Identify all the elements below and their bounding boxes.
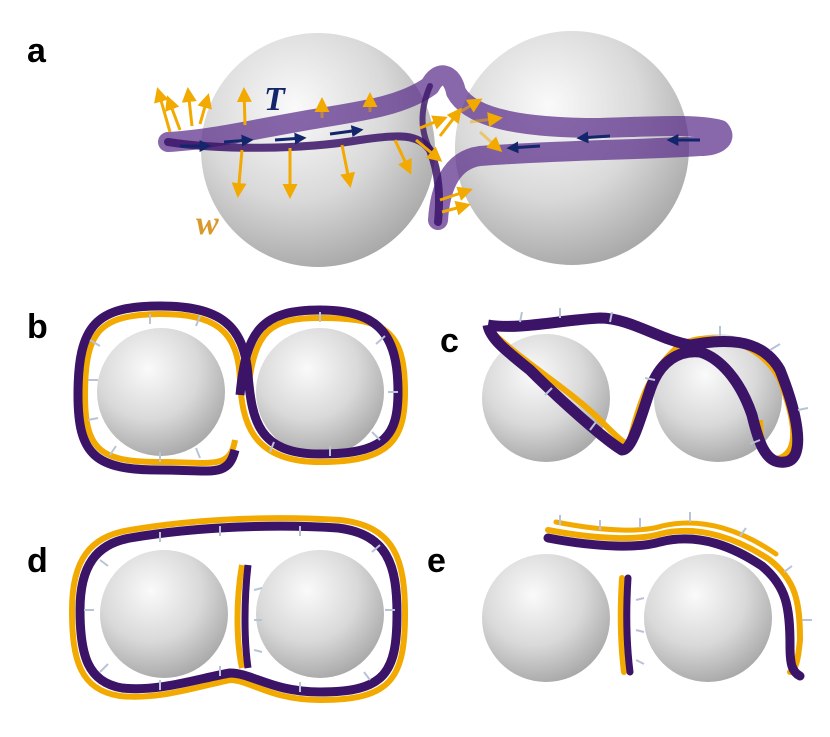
sphere-left: [201, 33, 435, 267]
sphere-left: [100, 550, 228, 678]
ribbon-loop: [73, 301, 408, 476]
panel-d: d: [27, 515, 408, 703]
normal-ticks: [519, 308, 809, 445]
normal-ticks: [559, 512, 812, 665]
sphere-left: [482, 554, 610, 682]
t-label: T: [264, 81, 286, 118]
sphere-right: [644, 554, 772, 682]
w-label: w: [196, 205, 219, 242]
panel-c-label: c: [440, 322, 459, 360]
panel-b-label: b: [27, 308, 48, 346]
sphere-right: [256, 550, 384, 678]
sphere-left: [97, 328, 225, 456]
normal-ticks: [87, 312, 398, 462]
panel-a-label: a: [27, 32, 47, 70]
panel-b: b: [27, 301, 408, 476]
tangent-vectors: [180, 125, 700, 154]
panel-d-label: d: [27, 542, 48, 580]
sphere-right: [256, 328, 384, 456]
tube-ribbon: [158, 65, 733, 230]
panel-c: c: [440, 308, 809, 468]
w-vectors: [154, 87, 503, 216]
panel-a: a: [27, 31, 733, 267]
sphere-right: [654, 334, 782, 462]
panel-e: e: [427, 512, 812, 682]
ribbon-loop: [482, 312, 804, 468]
sphere-left: [482, 334, 610, 462]
normal-ticks: [84, 526, 395, 692]
panel-e-label: e: [427, 542, 446, 580]
